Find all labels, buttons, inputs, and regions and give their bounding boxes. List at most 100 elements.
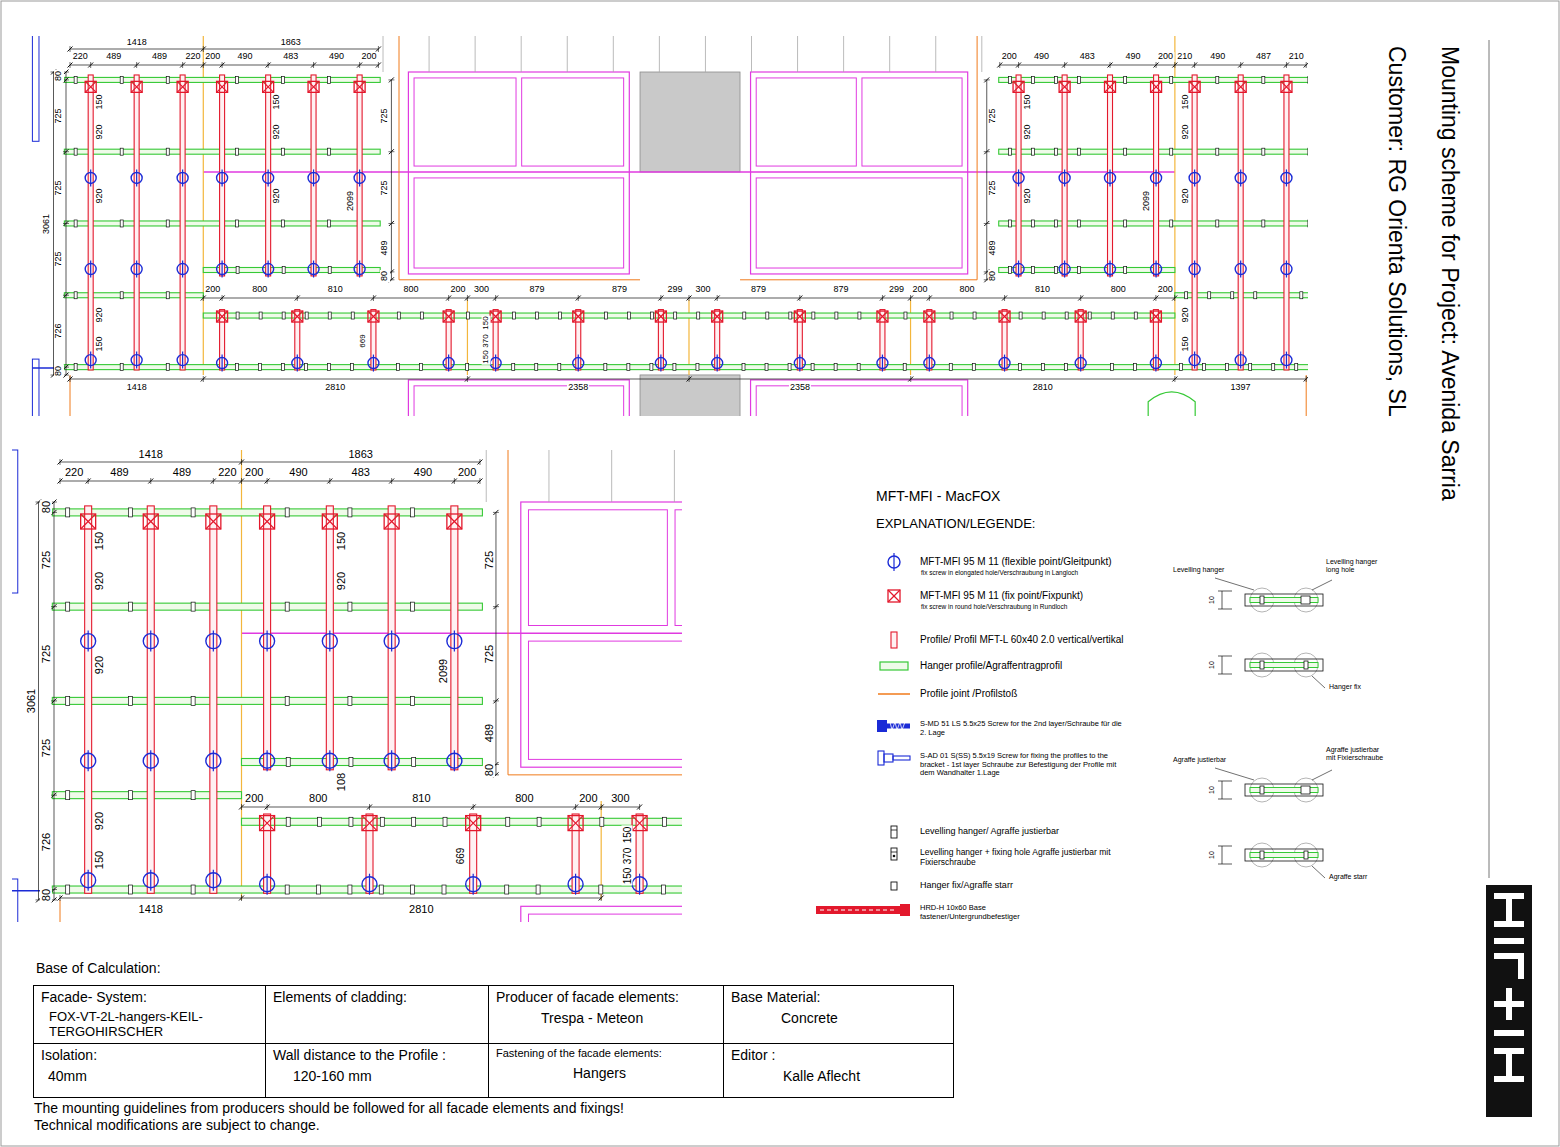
extension-line	[388, 151, 394, 152]
hanger-clip	[1262, 76, 1265, 83]
flexible-point	[1286, 261, 1287, 278]
dimension-tick	[266, 63, 271, 68]
dimension-tick	[68, 47, 73, 52]
hanger-clip	[1295, 364, 1298, 371]
dimension-tick	[389, 479, 394, 484]
hanger-clip	[236, 267, 239, 274]
dimension-value: 920	[1023, 124, 1033, 141]
fix-point	[1013, 81, 1024, 92]
flexible-point	[373, 355, 374, 372]
dimension-value: 810	[1034, 285, 1051, 295]
hanger-clip	[191, 791, 195, 800]
fix-point	[143, 514, 158, 529]
hanger-clip	[128, 696, 132, 705]
dimension-tick	[997, 63, 1002, 68]
legend-text: Levelling hanger/ Agraffe justierbar	[920, 826, 1165, 836]
facade-elevation	[12, 450, 682, 922]
fix-point	[362, 816, 377, 831]
window-pane	[862, 78, 962, 166]
fix-point	[1105, 81, 1116, 92]
hanger-clip	[348, 508, 352, 517]
extension-line	[984, 79, 990, 80]
window-frame	[521, 502, 682, 767]
hanger-clip	[166, 364, 169, 371]
hanger-clip	[1041, 364, 1044, 371]
legend-text: Profile joint /Profilstoß	[920, 688, 1165, 700]
extension-line	[1218, 799, 1232, 800]
dimension-line	[70, 65, 378, 66]
grid-line	[674, 450, 675, 502]
extension-line	[799, 295, 800, 301]
dimension-value: 200	[204, 52, 221, 62]
legend-entry: Hanger profile/Agraffentragprofil	[920, 660, 1165, 672]
dimension-tick	[239, 460, 244, 465]
dimension-tick	[376, 63, 381, 68]
hanger-clip	[128, 508, 132, 517]
window-frame	[751, 380, 968, 416]
hanger-clip	[742, 364, 745, 371]
grid-line	[521, 36, 522, 72]
fix-point	[354, 81, 365, 92]
extension-line	[984, 151, 990, 152]
hanger-clip	[1170, 76, 1173, 83]
flexible-point	[473, 874, 474, 895]
hanger-clip	[1134, 364, 1137, 371]
dimension-tick	[265, 805, 270, 810]
window-frame	[751, 72, 968, 274]
extension-line	[454, 478, 455, 484]
dimension-value: 920	[93, 810, 105, 830]
hanger-clip	[1009, 76, 1012, 83]
wall-section	[12, 450, 18, 593]
extension-line	[51, 606, 57, 607]
hanger-clip	[788, 364, 791, 371]
detail-label: Agraffe justierbar mit Fixierschraube	[1325, 746, 1389, 761]
hanger-clip	[1304, 851, 1308, 859]
hanger-clip	[128, 602, 132, 611]
dimension-value: 150	[621, 825, 632, 844]
dimension-value: 920	[95, 187, 105, 204]
fix-point	[490, 311, 501, 322]
fix-point	[260, 514, 275, 529]
dimension-tick	[327, 479, 332, 484]
cell-value: 40mm	[41, 1068, 258, 1084]
dimension-tick	[715, 296, 720, 301]
cell-value: 120-160 mm	[273, 1068, 481, 1084]
fix-point	[1013, 81, 1024, 92]
extension-line	[1218, 609, 1232, 610]
dimension-value: 489	[109, 466, 129, 478]
hanger-clip	[599, 885, 603, 894]
dimension-line	[495, 512, 496, 774]
hanger-clip	[903, 364, 906, 371]
extension-line	[717, 295, 718, 301]
hanger-clip	[411, 696, 415, 705]
fix-point	[877, 311, 888, 322]
fix-point	[81, 514, 96, 529]
hanger-clip	[285, 696, 289, 705]
hanger-clip	[286, 758, 290, 767]
flexible-point	[1240, 169, 1241, 186]
dimension-tick	[1016, 63, 1021, 68]
fix-point	[1105, 81, 1116, 92]
hanger-clip	[1216, 220, 1219, 227]
flexible-point	[391, 750, 392, 771]
fix-point	[443, 311, 454, 322]
dimension-value: 220	[184, 52, 201, 62]
flexible-point	[213, 750, 214, 771]
legend-entry: Profile joint /Profilstoß	[920, 688, 1165, 700]
dimension-tick	[265, 479, 270, 484]
dimension-value: 2810	[1032, 383, 1054, 393]
fix-point	[217, 81, 228, 92]
vertical-profile	[88, 75, 93, 370]
dimension-tick	[58, 896, 63, 901]
dimension-value: 210	[1288, 52, 1305, 62]
hanger-detail	[1245, 849, 1323, 861]
profile-joint	[910, 300, 911, 375]
detail-label: 10	[1208, 595, 1216, 605]
legend-symbol	[874, 685, 914, 703]
dimension-value: 2099	[346, 190, 356, 212]
dimension-value: 370	[621, 846, 632, 865]
flexible-point	[1286, 169, 1287, 186]
dimension-value: 800	[1110, 285, 1127, 295]
dimension-tick	[573, 805, 578, 810]
hanger-clip	[420, 312, 423, 319]
